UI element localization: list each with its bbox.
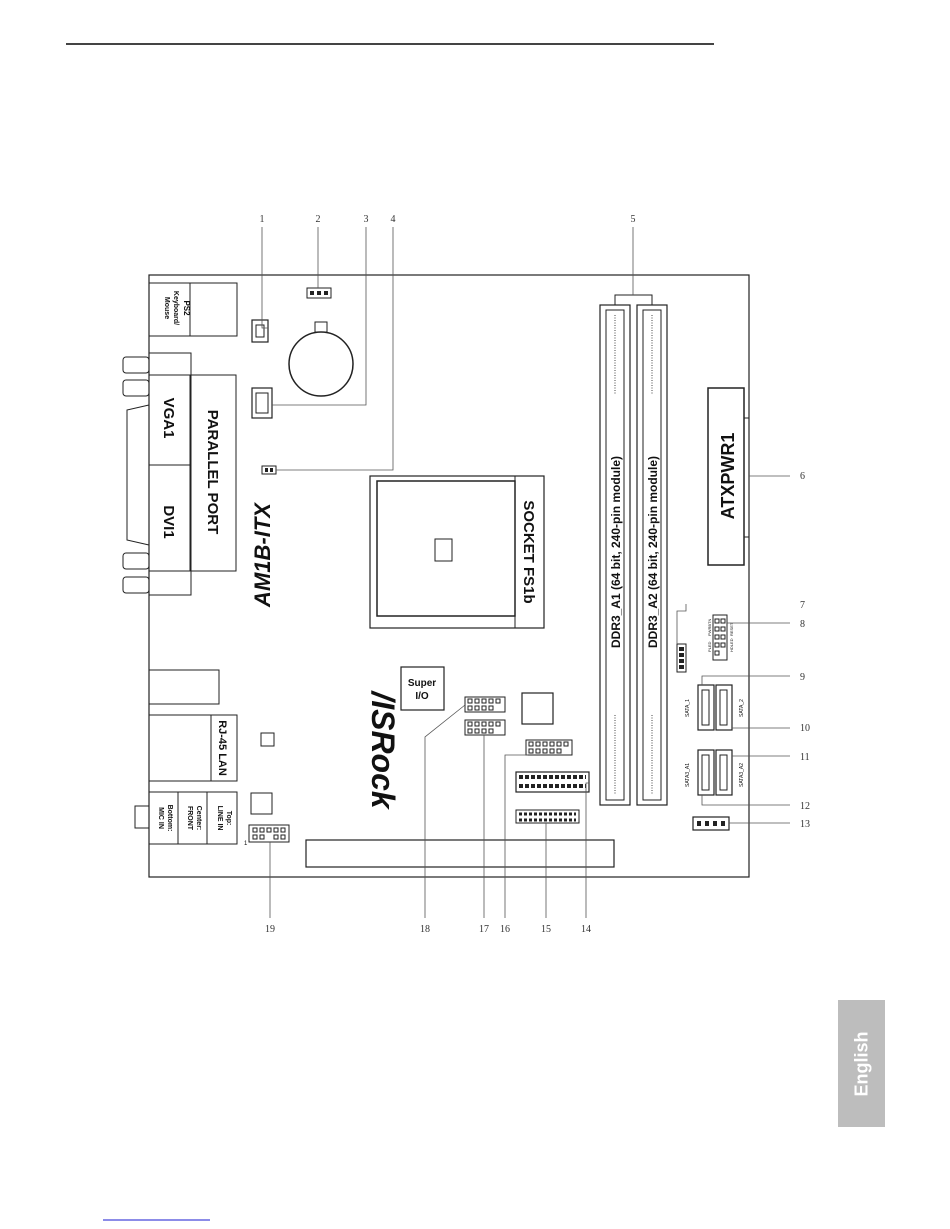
callout-2: 2	[316, 214, 321, 225]
leader-lines	[261, 227, 790, 918]
hdled-label: HDLED	[729, 638, 734, 652]
callout-16: 16	[500, 924, 510, 935]
super-io-label-line2: I/O	[415, 691, 429, 702]
dimm-a2-label: DDR3_A2 (64 bit, 240-pin module)	[646, 456, 660, 648]
front-panel-header: PLED PWRBTN HDLED RESET	[707, 614, 734, 661]
four-pin-header	[692, 816, 730, 831]
callout-10: 10	[800, 723, 810, 734]
callout-11: 11	[800, 752, 810, 763]
ps2-label: PS2	[182, 300, 191, 316]
callout-14: 14	[581, 924, 591, 935]
cmos-battery	[288, 321, 354, 397]
dimm-slots: DDR3_A1 (64 bit, 240-pin module) DDR3_A2…	[599, 294, 668, 806]
callout-18: 18	[420, 924, 430, 935]
audio-bottom-sub-label: MIC IN	[157, 807, 164, 829]
dvi-label: DVI1	[160, 505, 177, 538]
ps2-port: PS2 Keyboard/ Mouse	[148, 282, 238, 337]
audio-center-sub-label: FRONT	[186, 806, 193, 831]
callout-15: 15	[541, 924, 551, 935]
callout-3: 3	[364, 214, 369, 225]
model-name: AM1B-ITX	[250, 502, 275, 608]
audio-jacks: Top: LINE IN Center: FRONT Bottom: MIC I…	[134, 791, 238, 845]
pin1-marker: 1	[244, 841, 248, 847]
sata2-label: SATA_2	[739, 699, 745, 717]
ps2-mouse-label: Mouse	[163, 297, 170, 319]
sata-connectors: SATA_1 SATA_2 SATA3_A1 SATA3_A2	[685, 684, 745, 796]
header-18	[464, 696, 506, 713]
callout-12: 12	[800, 801, 810, 812]
callout-13: 13	[800, 819, 810, 830]
vga-label: VGA1	[160, 398, 177, 439]
callout-6: 6	[800, 471, 805, 482]
header-16	[525, 739, 573, 756]
jumper-7	[676, 643, 687, 673]
usb-port	[148, 669, 220, 705]
language-tab-label: English	[851, 1030, 871, 1097]
reset-label: RESET	[729, 622, 734, 636]
audio-top-sub-label: LINE IN	[216, 806, 223, 831]
header-17	[464, 719, 506, 736]
audio-bottom-label: Bottom:	[166, 805, 173, 832]
ps2-keyboard-label: Keyboard/	[172, 291, 179, 325]
chassis-fan-header	[251, 387, 273, 419]
atx-power-connector: ATXPWR1	[707, 387, 750, 566]
pwrbtn-label: PWRBTN	[707, 619, 712, 636]
header-14	[515, 771, 590, 793]
callout-8: 8	[800, 619, 805, 630]
callout-1: 1	[260, 214, 265, 225]
callout-7: 7	[800, 600, 805, 611]
parallel-port-label: PARALLEL PORT	[204, 410, 221, 534]
atx-power-label: ATXPWR1	[718, 433, 738, 520]
callout-9: 9	[800, 672, 805, 683]
vga-parallel-dvi-block: VGA1 PARALLEL PORT DVI1	[122, 352, 237, 596]
super-io-label-line1: Super	[408, 678, 436, 689]
cpu-fan-header	[251, 319, 269, 343]
socket-label: SOCKET FS1b	[520, 500, 537, 603]
callout-17: 17	[479, 924, 489, 935]
small-chip	[260, 732, 275, 747]
pled-label: PLED	[707, 641, 712, 652]
audio-top-label: Top:	[225, 811, 232, 826]
callout-5: 5	[631, 214, 636, 225]
callout-numbers: 1 2 3 4 5 6 7 8 9 10 11 12 13 14 15 16 1…	[260, 214, 811, 935]
small-jumper	[261, 465, 277, 475]
dimm-a1-label: DDR3_A1 (64 bit, 240-pin module)	[609, 456, 623, 648]
sata1-label: SATA_1	[685, 699, 691, 717]
header-15	[515, 809, 580, 824]
front-audio-header: 1	[244, 824, 290, 847]
language-tab[interactable]: English	[838, 1000, 885, 1127]
sata3-a2-label: SATA3_A2	[739, 763, 745, 787]
sata3-a1-label: SATA3_A1	[685, 763, 691, 787]
callout-4: 4	[391, 214, 396, 225]
clear-cmos-jumper	[306, 287, 332, 299]
super-io-chip: Super I/O	[400, 666, 445, 711]
callout-19: 19	[265, 924, 275, 935]
chipset	[521, 692, 554, 725]
audio-center-label: Center:	[195, 806, 202, 831]
pcie-slot	[305, 839, 615, 868]
brand-logo: /ISRock	[365, 689, 401, 811]
cpu-socket: SOCKET FS1b	[369, 475, 545, 629]
lan-port: RJ-45 LAN	[148, 714, 238, 782]
lan-label: RJ-45 LAN	[216, 720, 228, 776]
audio-codec	[250, 792, 273, 815]
